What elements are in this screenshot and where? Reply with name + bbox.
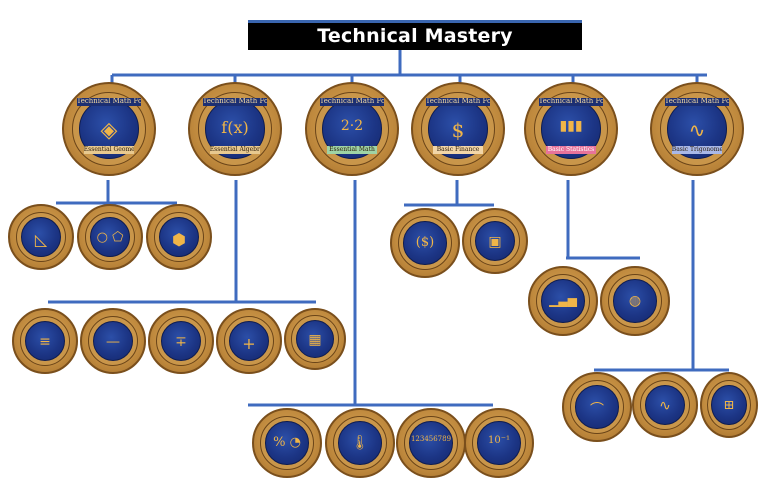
- badge-ribbon: Technical Math For Industry: [538, 97, 604, 106]
- math-icon: 2·2: [340, 118, 364, 135]
- equation-icon: ≡: [39, 333, 51, 350]
- percent-icon: % ◔: [273, 435, 301, 451]
- sub-badge-finance-1[interactable]: ($): [390, 208, 460, 278]
- sub-badge-geometry-3[interactable]: ⬢: [146, 204, 212, 270]
- page-title: Technical Mastery: [317, 25, 513, 47]
- digits-icon: 123456789: [410, 435, 452, 444]
- badge-ribbon: Technical Math For Industry: [76, 97, 142, 106]
- statistics-icon: ▮▮▮: [559, 118, 583, 135]
- badge-ribbon: Technical Math For Industry: [319, 97, 385, 106]
- cube-icon: ⬢: [172, 229, 186, 249]
- sub-badge-algebra-4[interactable]: +: [216, 308, 282, 374]
- title-bar: Technical Mastery: [248, 20, 582, 50]
- badge-basic-trigonometry[interactable]: Technical Math For Industry ∿ Basic Trig…: [650, 82, 744, 176]
- number-line-icon: —: [106, 333, 120, 350]
- vector-grid-icon: ⊞: [723, 397, 735, 413]
- sub-badge-math-2[interactable]: 🌡: [325, 408, 395, 478]
- geometry-icon: ◈: [100, 118, 118, 144]
- sub-badge-geometry-2[interactable]: ○ ⬠: [77, 204, 143, 270]
- axes-icon: +: [242, 333, 256, 353]
- sub-badge-algebra-1[interactable]: ≡: [12, 308, 78, 374]
- badge-ribbon: Technical Math For Industry: [664, 97, 730, 106]
- badge-label: Essential Geometry: [83, 146, 135, 155]
- badge-basic-statistics[interactable]: Technical Math For Industry ▮▮▮ Basic St…: [524, 82, 618, 176]
- sub-badge-algebra-2[interactable]: —: [80, 308, 146, 374]
- dollar-icon: ($): [415, 235, 435, 251]
- badge-label: Basic Trigonometry: [671, 146, 723, 155]
- grid-icon: ▦: [308, 332, 322, 349]
- inequality-icon: ∓: [175, 333, 187, 350]
- sub-badge-math-1[interactable]: % ◔: [252, 408, 322, 478]
- badge-basic-finance[interactable]: Technical Math For Industry $ Basic Fina…: [411, 82, 505, 176]
- badge-essential-math[interactable]: Technical Math For Industry 2·2 Essentia…: [305, 82, 399, 176]
- badge-essential-geometry[interactable]: Technical Math For Industry ◈ Essential …: [62, 82, 156, 176]
- sub-badge-math-3[interactable]: 123456789: [396, 408, 466, 478]
- sub-badge-algebra-5[interactable]: ▦: [284, 308, 346, 370]
- curve-icon: ⌒: [590, 402, 604, 419]
- sub-badge-algebra-3[interactable]: ∓: [148, 308, 214, 374]
- sine-wave-icon: ∿: [659, 397, 671, 414]
- finance-icon: $: [451, 118, 465, 143]
- calculator-icon: ▣: [488, 233, 502, 250]
- sub-badge-trigonometry-2[interactable]: ∿: [632, 372, 698, 438]
- sub-badge-statistics-1[interactable]: ▁▃▅: [528, 266, 598, 336]
- sub-badge-geometry-1[interactable]: ◺: [8, 204, 74, 270]
- algebra-icon: f(x): [221, 118, 249, 138]
- badge-label: Basic Finance: [432, 146, 484, 155]
- scatter-icon: ◍: [628, 293, 642, 310]
- sub-badge-statistics-2[interactable]: ◍: [600, 266, 670, 336]
- histogram-icon: ▁▃▅: [549, 293, 577, 308]
- badge-ribbon: Technical Math For Industry: [202, 97, 268, 106]
- badge-label: Essential Algebra: [209, 146, 261, 155]
- thermometer-icon: 🌡: [351, 435, 369, 452]
- sub-badge-finance-2[interactable]: ▣: [462, 208, 528, 274]
- circle-pentagon-icon: ○ ⬠: [96, 229, 124, 245]
- sub-badge-math-4[interactable]: 10⁻¹: [464, 408, 534, 478]
- sub-badge-trigonometry-1[interactable]: ⌒: [562, 372, 632, 442]
- scientific-notation-icon: 10⁻¹: [487, 435, 510, 447]
- badge-ribbon: Technical Math For Industry: [425, 97, 491, 106]
- sub-badge-trigonometry-3[interactable]: ⊞: [700, 372, 758, 438]
- badge-label: Essential Math: [326, 146, 378, 155]
- trigonometry-icon: ∿: [688, 118, 706, 143]
- triangle-icon: ◺: [34, 229, 48, 249]
- badge-essential-algebra[interactable]: Technical Math For Industry f(x) Essenti…: [188, 82, 282, 176]
- badge-label: Basic Statistics: [545, 146, 597, 155]
